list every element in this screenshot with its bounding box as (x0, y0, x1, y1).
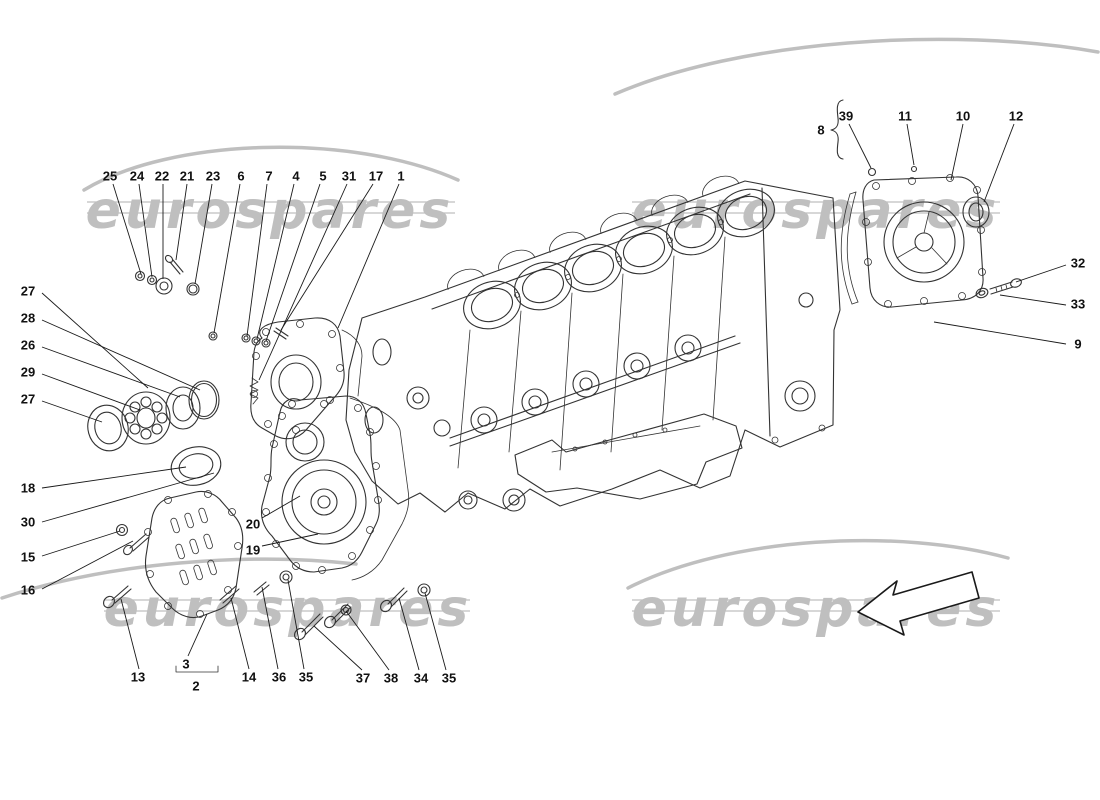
watermark-top-left: eurospares (82, 145, 460, 241)
washer-35b (417, 583, 431, 597)
bottom-cover (144, 490, 244, 619)
washer-33 (975, 287, 989, 299)
watermark-top-right: eurospares (613, 37, 1100, 241)
cylinder-bores (463, 188, 775, 330)
stud-bolt (123, 533, 150, 556)
swoosh-icon (82, 145, 460, 192)
top-left-fasteners (134, 254, 289, 348)
ball-bearing (121, 391, 171, 445)
swoosh-icon (613, 37, 1100, 96)
washer-35 (279, 570, 293, 584)
bottom-fasteners (103, 570, 431, 641)
rear-cover-gasket (840, 191, 859, 305)
oil-seal (170, 446, 222, 486)
cover-gasket (341, 329, 410, 581)
sleeve-ring (87, 404, 129, 452)
bracket-8 (830, 99, 844, 160)
stud-17 (273, 327, 289, 340)
watermark-text: eurospares (86, 181, 455, 241)
far-bank-bores (447, 175, 740, 290)
direction-arrow-icon (857, 571, 980, 636)
bolt-13 (103, 585, 132, 609)
small-washer (115, 523, 129, 537)
stud-14 (219, 585, 240, 604)
watermark-text: eurospares (632, 181, 1001, 241)
front-upper-cover (249, 317, 345, 440)
front-timing-cover (260, 395, 382, 574)
screw-21 (164, 254, 184, 275)
swoosh-icon (0, 557, 358, 600)
bolt-32 (989, 278, 1022, 295)
union-22 (155, 277, 173, 295)
o-ring-23 (186, 282, 200, 296)
rear-bolts (975, 278, 1022, 299)
o-ring (188, 380, 220, 420)
bearing-assembly (87, 380, 222, 556)
spring-plunger (249, 377, 259, 405)
bolt-38 (324, 603, 352, 629)
watermark-bottom-left: eurospares (0, 557, 473, 639)
engine-block (345, 180, 841, 513)
bolt-39 (867, 167, 877, 177)
seal-ring (962, 196, 990, 228)
watermark-text: eurospares (104, 579, 473, 639)
pin-11 (910, 165, 918, 173)
rear-cover (862, 165, 990, 308)
swoosh-icon (626, 538, 1010, 590)
bracket-2 (175, 665, 219, 673)
leader-lines (41, 123, 1067, 671)
